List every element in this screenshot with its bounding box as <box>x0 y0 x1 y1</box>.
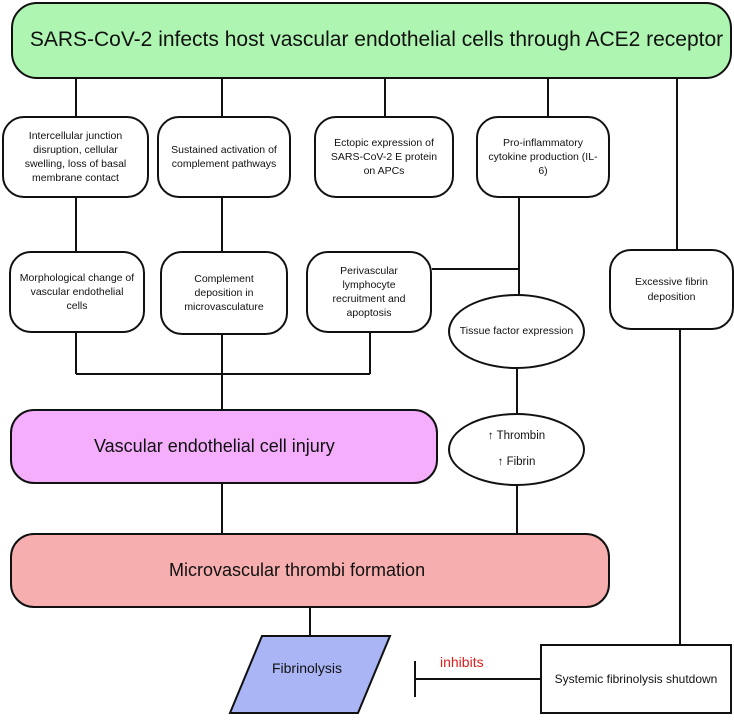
morphological-change-box: Morphological change of vascular endothe… <box>9 251 145 333</box>
ectopic-expression-box: Ectopic expression of SARS-CoV-2 E prote… <box>314 116 454 198</box>
vascular-injury-box: Vascular endothelial cell injury <box>10 409 438 484</box>
inhibits-label: inhibits <box>440 654 484 670</box>
thrombi-formation-box: Microvascular thrombi formation <box>10 533 610 608</box>
proinflammatory-box: Pro-inflammatory cytokine production (IL… <box>476 116 610 198</box>
junction-disruption-box: Intercellular junction disruption, cellu… <box>2 116 149 198</box>
complement-deposition-box: Complement deposition in microvasculatur… <box>160 251 288 335</box>
thrombin-fibrin-oval: ↑ Thrombin ↑ Fibrin <box>448 413 585 486</box>
tissue-factor-oval: Tissue factor expression <box>448 294 585 369</box>
fibrinolysis-label: Fibrinolysis <box>271 660 342 676</box>
fibrin-label: ↑ Fibrin <box>497 455 536 468</box>
title-box: SARS-CoV-2 infects host vascular endothe… <box>11 2 732 79</box>
fibrinolysis-shape <box>228 635 392 714</box>
complement-activation-box: Sustained activation of complement pathw… <box>157 116 291 198</box>
thrombin-label: ↑ Thrombin <box>487 429 546 442</box>
fibrin-deposition-box: Excessive fibrin deposition <box>609 249 734 330</box>
perivascular-box: Perivascular lymphocyte recruitment and … <box>306 251 432 333</box>
fibrinolysis-shutdown-box: Systemic fibrinolysis shutdown <box>540 644 732 714</box>
